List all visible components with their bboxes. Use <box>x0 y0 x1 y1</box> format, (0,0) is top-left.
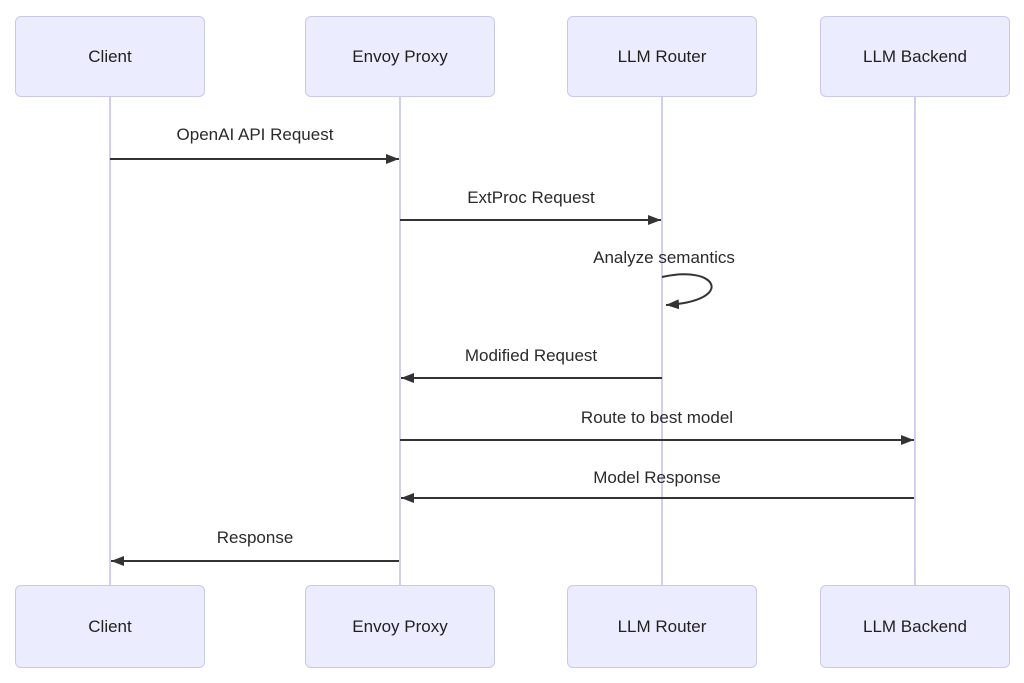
actor-envoy-proxy-top: Envoy Proxy <box>305 16 495 97</box>
actor-label: LLM Backend <box>863 46 967 66</box>
actor-label: Client <box>88 616 132 636</box>
message-label-response: Response <box>216 528 294 547</box>
actor-llm-router-bottom: LLM Router <box>567 585 757 668</box>
message-label-analyze-semantics: Analyze semantics <box>593 248 735 267</box>
self-loop-analyze-semantics <box>661 273 713 310</box>
actor-label: LLM Router <box>617 46 707 66</box>
actor-label: Client <box>88 46 132 66</box>
actor-client-top: Client <box>15 16 205 97</box>
message-label-modified-request: Modified Request <box>464 346 598 365</box>
actor-label: Envoy Proxy <box>352 616 448 636</box>
message-label-model-response: Model Response <box>593 468 721 487</box>
actor-label: LLM Router <box>617 616 707 636</box>
message-label-route-to-best-model: Route to best model <box>580 408 734 427</box>
actor-llm-backend-bottom: LLM Backend <box>820 585 1010 668</box>
actor-label: Envoy Proxy <box>352 46 448 66</box>
actor-llm-router-top: LLM Router <box>567 16 757 97</box>
message-label-openai-api-request: OpenAI API Request <box>176 125 334 144</box>
message-label-extproc-request: ExtProc Request <box>467 188 595 207</box>
actor-label: LLM Backend <box>863 616 967 636</box>
actor-envoy-proxy-bottom: Envoy Proxy <box>305 585 495 668</box>
actor-client-bottom: Client <box>15 585 205 668</box>
actor-llm-backend-top: LLM Backend <box>820 16 1010 97</box>
